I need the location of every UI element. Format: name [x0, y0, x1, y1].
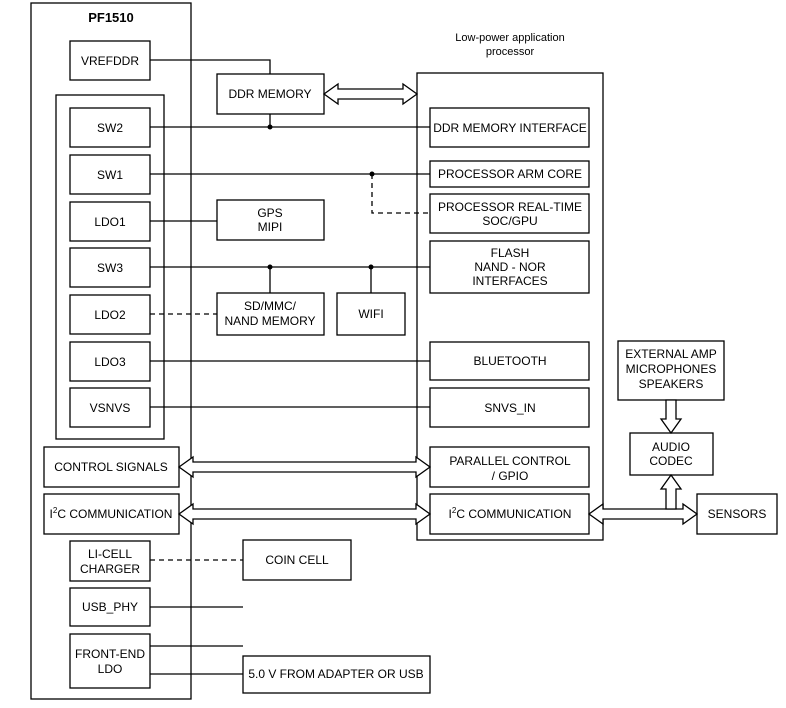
codec-bus-arrow	[659, 473, 683, 510]
gpio-label: / GPIO	[492, 469, 529, 483]
sensors-label: SENSORS	[708, 507, 767, 521]
coin-cell-label: COIN CELL	[265, 553, 329, 567]
processor-title-line2: processor	[486, 46, 535, 58]
parallel-control-label: PARALLEL CONTROL	[449, 454, 571, 468]
charger-label: CHARGER	[80, 562, 140, 576]
sw3-label: SW3	[97, 261, 123, 275]
speakers-label: SPEAKERS	[639, 377, 704, 391]
i2c-bus-arrow	[177, 502, 432, 526]
audio-label: AUDIO	[652, 440, 690, 454]
sensors-bus-arrow	[587, 502, 699, 526]
adapter-label: 5.0 V FROM ADAPTER OR USB	[248, 667, 423, 681]
junction-dot	[267, 264, 273, 270]
sd-mmc-label: SD/MMC/	[244, 299, 297, 313]
junction-dot	[267, 124, 273, 130]
nand-memory-label: NAND MEMORY	[224, 314, 315, 328]
junction-dot	[369, 171, 375, 177]
pmic-i2c-label: I2C COMMUNICATION	[50, 506, 173, 521]
external-amp-label: EXTERNAL AMP	[625, 347, 717, 361]
bluetooth-label: BLUETOOTH	[473, 354, 546, 368]
front-end-ldo-box	[69, 633, 151, 689]
li-cell-label: LI-CELL	[88, 547, 132, 561]
pf1510-title: PF1510	[88, 10, 134, 25]
ldo1-label: LDO1	[94, 215, 126, 229]
codec-label: CODEC	[649, 454, 693, 468]
processor-box	[416, 72, 604, 541]
ldo2-label: LDO2	[94, 308, 126, 322]
processor-title-line1: Low-power application	[455, 32, 564, 44]
pf1510-box	[30, 2, 192, 700]
sw1-label: SW1	[97, 168, 123, 182]
ddr-interface-label: DDR MEMORY INTERFACE	[433, 121, 587, 135]
usb-phy-label: USB_PHY	[82, 600, 138, 614]
snvs-in-label: SNVS_IN	[484, 401, 535, 415]
arm-core-label: PROCESSOR ARM CORE	[438, 167, 582, 181]
ddr-bus-arrow	[322, 82, 419, 106]
mipi-label: MIPI	[258, 220, 283, 234]
front-end-label: FRONT-END	[75, 647, 145, 661]
vrefddr-label: VREFDDR	[81, 54, 139, 68]
flash-label: FLASH	[491, 246, 530, 260]
amp-codec-arrow	[659, 399, 683, 435]
soc-gpu-label: SOC/GPU	[482, 214, 537, 228]
sw2-label: SW2	[97, 121, 123, 135]
control-bus-arrow	[177, 455, 432, 479]
realtime-soc-box	[429, 193, 590, 234]
ddr-memory-label: DDR MEMORY	[228, 87, 311, 101]
gps-mipi-box	[216, 199, 325, 241]
sw1-realtime-dashed-line	[371, 174, 430, 214]
gps-label: GPS	[257, 206, 282, 220]
front-end-ldo-label: LDO	[98, 662, 123, 676]
ldo3-label: LDO3	[94, 355, 126, 369]
realtime-label: PROCESSOR REAL-TIME	[438, 200, 582, 214]
nand-nor-label: NAND - NOR	[474, 260, 546, 274]
interfaces-label: INTERFACES	[472, 274, 547, 288]
microphones-label: MICROPHONES	[626, 362, 717, 376]
junction-dot	[368, 264, 374, 270]
proc-i2c-label: I2C COMMUNICATION	[449, 506, 572, 521]
vsnvs-label: VSNVS	[90, 401, 131, 415]
li-cell-charger-box	[69, 540, 151, 582]
control-signals-label: CONTROL SIGNALS	[54, 460, 168, 474]
wifi-label: WIFI	[358, 307, 383, 321]
vrefddr-line	[150, 59, 271, 74]
